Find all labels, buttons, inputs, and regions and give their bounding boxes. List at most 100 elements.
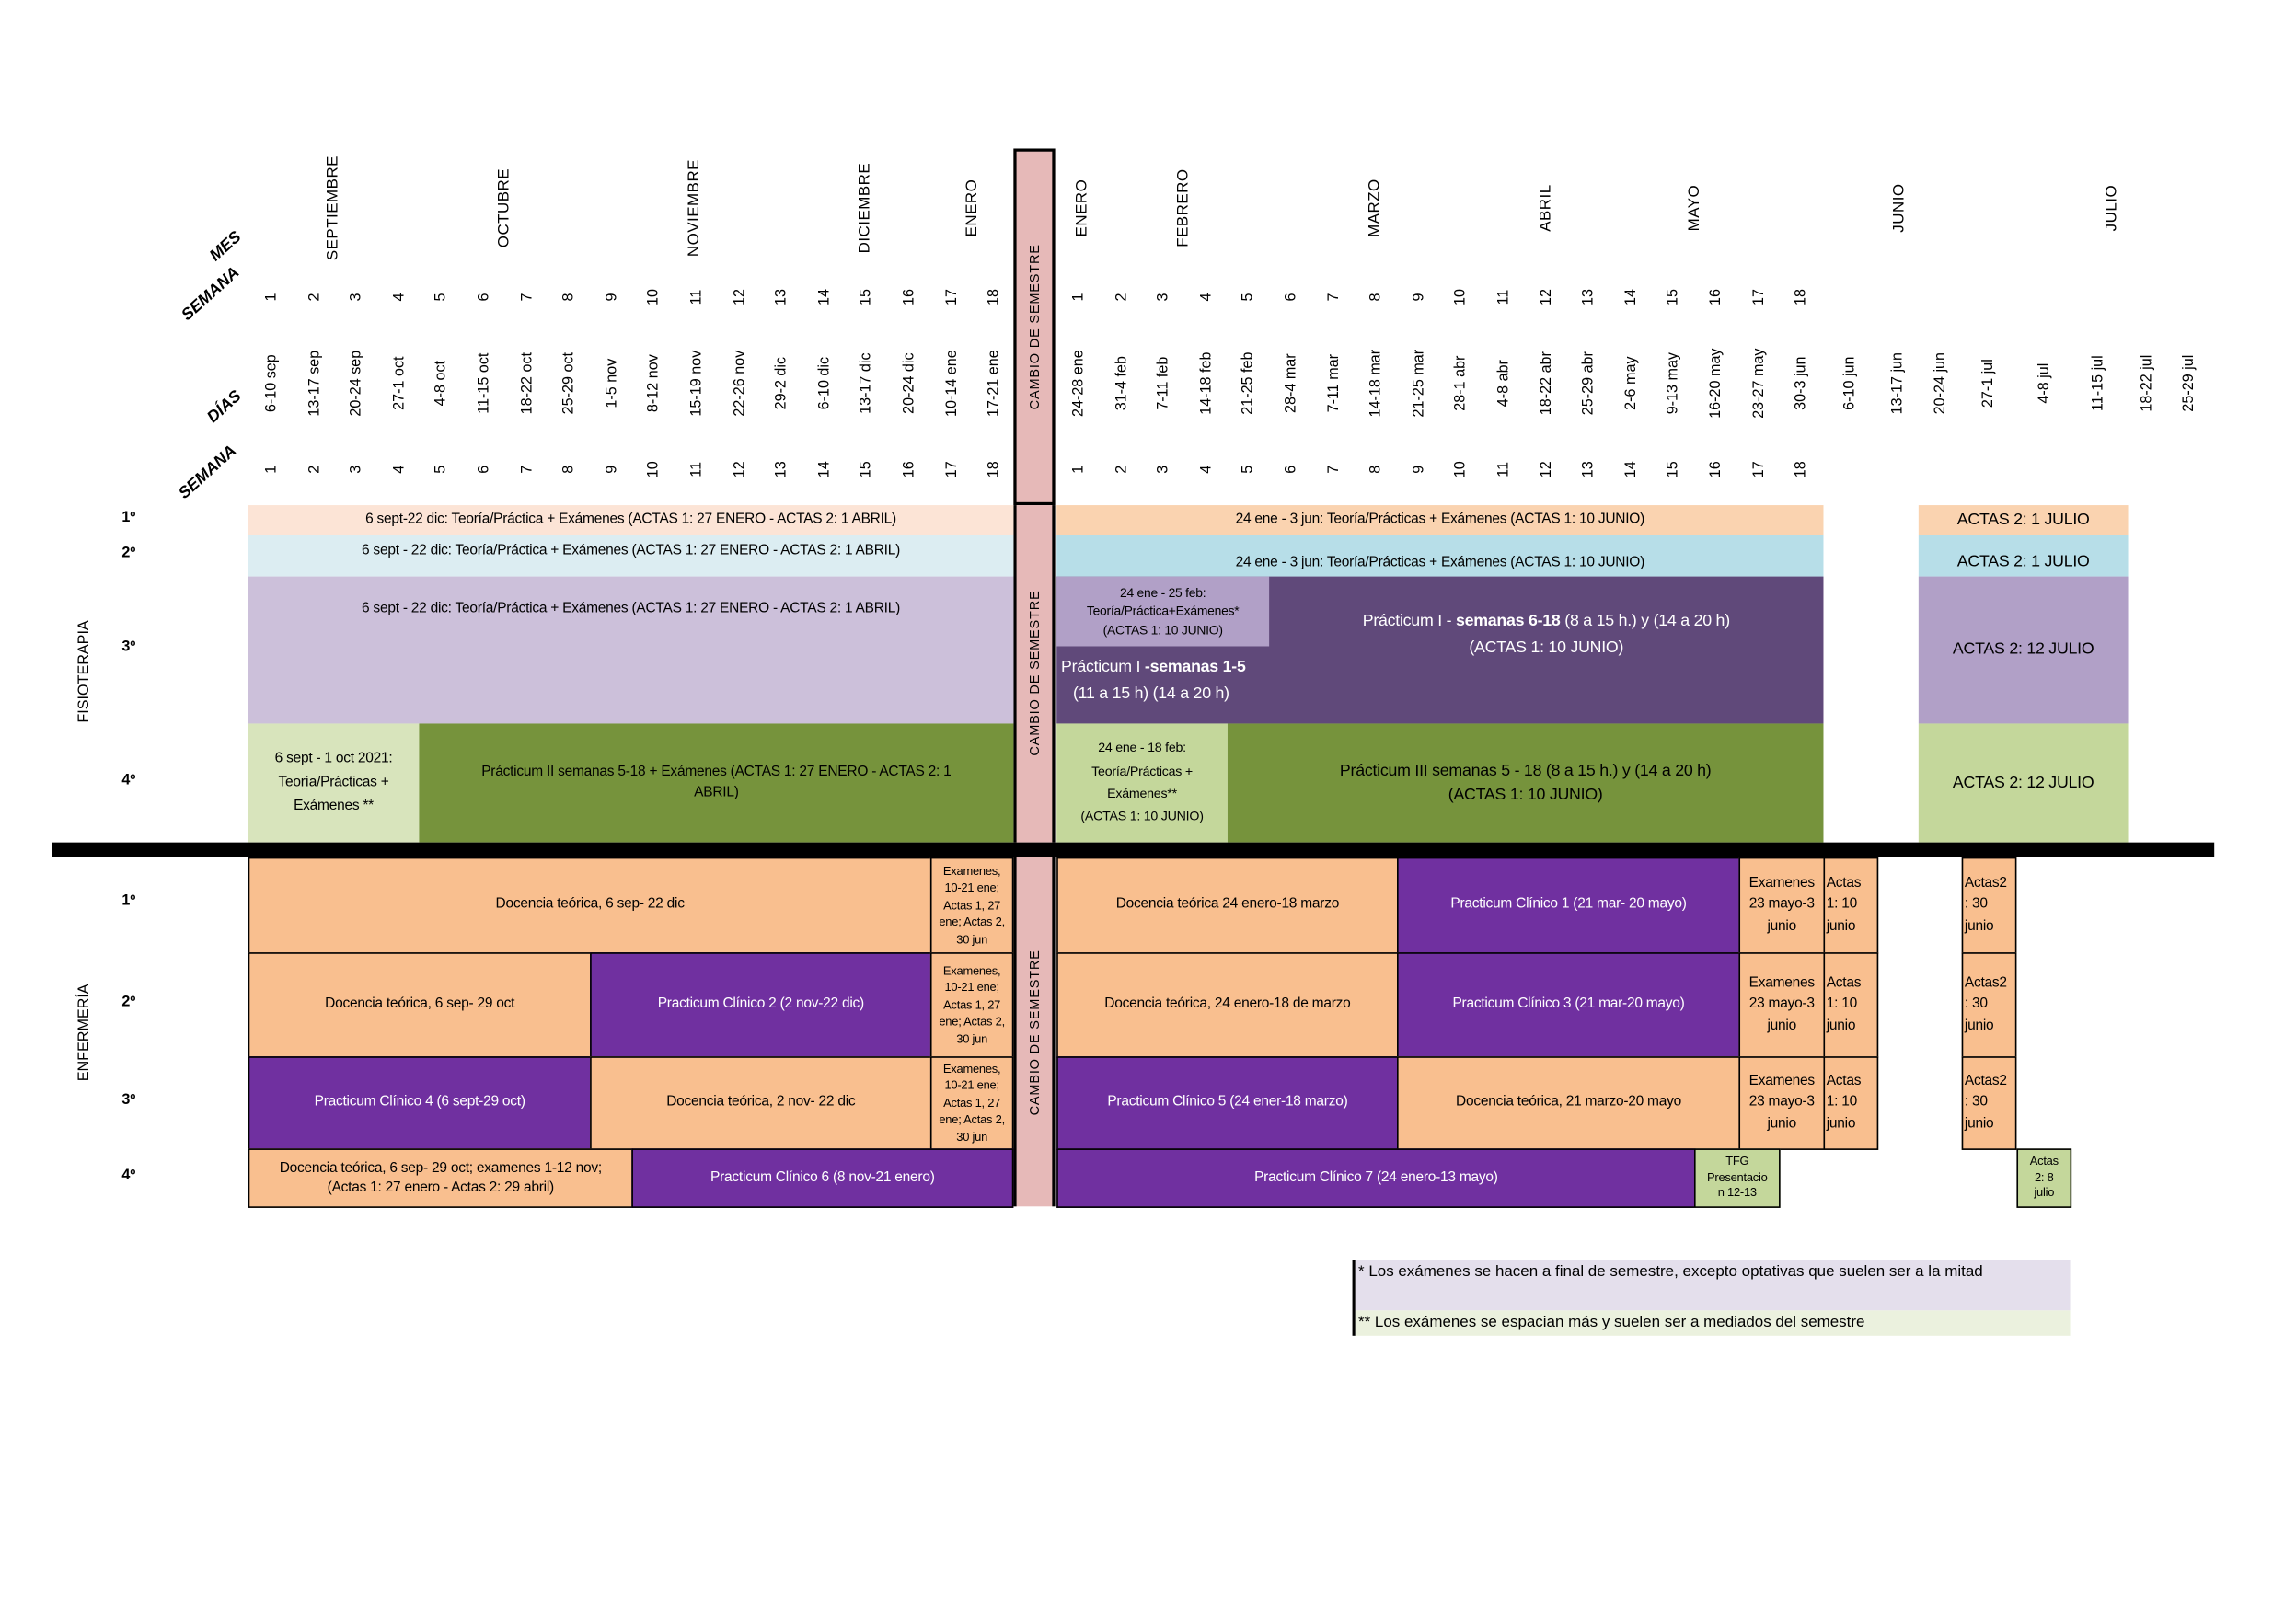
month-label: ABRIL (1536, 184, 1555, 232)
enf-3-practicum-s2: Practicum Clínico 5 (24 ener-18 marzo) (1056, 1056, 1399, 1150)
week-days: 18-22 oct (518, 351, 536, 415)
month-label: NOVIEMBRE (685, 159, 703, 258)
fisio-3-s2-teoria: 24 ene - 25 feb: Teoría/Práctica+Exámene… (1056, 576, 1270, 647)
week-number: 4 (1198, 293, 1215, 302)
week-number-bottom: 2 (306, 465, 323, 474)
week-days: 2-6 may (1622, 356, 1640, 410)
week-days: 27-1 jul (1979, 359, 1997, 408)
week-days: 24-28 ene (1070, 350, 1088, 418)
enf-2-examenes-s2: Examenes 23 mayo-3 junio (1738, 952, 1826, 1058)
week-number-bottom: 11 (1495, 461, 1513, 477)
week-days: 7-11 feb (1155, 356, 1172, 410)
month-label: DICIEMBRE (856, 162, 874, 254)
enf-2-docencia-s1: Docencia teórica, 6 sep- 29 oct (248, 952, 592, 1058)
week-number-bottom: 7 (1325, 465, 1343, 474)
week-number-bottom: 8 (1367, 465, 1385, 474)
week-number: 17 (943, 288, 961, 305)
enf-3-actas1: Actas 1: 10 junio (1823, 1056, 1879, 1150)
week-days: 13-17 jun (1889, 351, 1907, 415)
enfermeria-label: ENFERMERÍA (76, 984, 93, 1082)
enf-2-docencia-s2: Docencia teórica, 24 enero-18 de marzo (1056, 952, 1399, 1058)
week-number-bottom: 3 (1155, 465, 1172, 474)
fisio-4-s2-teoria: 24 ene - 18 feb: Teoría/Prácticas + Exám… (1056, 723, 1228, 843)
enf-2-practicum-s2: Practicum Clínico 3 (21 mar-20 mayo) (1397, 952, 1741, 1058)
enf-year-4: 4º (121, 1168, 136, 1185)
enf-year-3: 3º (121, 1091, 136, 1109)
fisio-4-s2-practicum: Prácticum III semanas 5 - 18 (8 a 15 h.)… (1227, 723, 1824, 843)
month-label: JULIO (2103, 184, 2121, 232)
week-days: 6-10 jun (1841, 356, 1859, 410)
week-days: 31-4 feb (1113, 356, 1130, 411)
week-number: 5 (1240, 293, 1258, 302)
week-days: 28-1 abr (1453, 355, 1470, 411)
week-number: 9 (1411, 293, 1427, 302)
week-number: 4 (391, 293, 408, 302)
week-days: 25-29 jul (2180, 354, 2198, 412)
week-days: 1-5 nov (604, 358, 620, 408)
week-days: 13-17 dic (859, 352, 875, 414)
month-label: FEBRERO (1173, 168, 1193, 247)
month-label: SEPTIEMBRE (324, 155, 342, 261)
enf-3-practicum-s1: Practicum Clínico 4 (6 sept-29 oct) (248, 1056, 592, 1150)
cambio-semestre-label: CAMBIO DE SEMESTRE (1026, 590, 1043, 756)
week-number: 16 (1708, 288, 1725, 305)
week-days: 28-4 mar (1283, 353, 1300, 413)
week-days: 25-29 abr (1580, 351, 1598, 416)
week-number: 13 (1580, 288, 1598, 305)
week-days: 20-24 jun (1933, 351, 1949, 415)
fisio-4-s1-practicum: Prácticum II semanas 5-18 + Exámenes (AC… (419, 723, 1014, 843)
cambio-semestre-header: CAMBIO DE SEMESTRE (1013, 148, 1056, 506)
enf-2-examenes-s1: Examenes, 10-21 ene; Actas 1, 27 ene; Ac… (929, 952, 1014, 1058)
week-number: 11 (688, 289, 706, 305)
week-days: 29-2 dic (773, 356, 790, 410)
week-number-bottom: 6 (476, 465, 493, 474)
practicum-weeks: -semanas 1-5 (1144, 658, 1246, 676)
week-number-bottom: 2 (1113, 465, 1130, 474)
enf-1-actas2: Actas2 : 30 junio (1961, 857, 2017, 954)
week-days: 17-21 ene (986, 350, 1003, 418)
enf-2-practicum-s1: Practicum Clínico 2 (2 nov-22 dic) (590, 952, 932, 1058)
enf-1-docencia-s2: Docencia teórica 24 enero-18 marzo (1056, 857, 1399, 954)
month-label: ENERO (963, 178, 981, 237)
week-number-bottom: 4 (1198, 465, 1215, 474)
week-number: 2 (306, 293, 323, 302)
enf-3-docencia-s2: Docencia teórica, 21 marzo-20 mayo (1397, 1056, 1741, 1150)
semana-bottom-label: SEMANA (175, 442, 240, 503)
notes-border (1352, 1260, 1356, 1336)
week-number: 18 (986, 288, 1003, 305)
enf-4-actas2: Actas 2: 8 julio (2016, 1148, 2072, 1208)
enf-1-practicum: Practicum Clínico 1 (21 mar- 20 mayo) (1397, 857, 1741, 954)
week-days: 6-10 dic (816, 356, 833, 410)
note-2: ** Los exámenes se espacian más y suelen… (1355, 1310, 2071, 1336)
week-number-bottom: 16 (901, 461, 918, 478)
fisio-2-s2: 24 ene - 3 jun: Teoría/Prácticas + Exáme… (1056, 535, 1824, 577)
week-number-bottom: 1 (1070, 465, 1088, 474)
week-number: 2 (1113, 293, 1130, 302)
practicum-text: Prácticum I (1061, 658, 1145, 676)
week-number: 12 (1538, 288, 1555, 305)
enf-3-examenes-s1: Examenes, 10-21 ene; Actas 1, 27 ene; Ac… (929, 1056, 1014, 1150)
fisio-3-actas2: ACTAS 2: 12 JULIO (1918, 576, 2129, 724)
week-number-bottom: 10 (1453, 461, 1470, 478)
week-number: 17 (1750, 288, 1768, 305)
week-number-bottom: 6 (1283, 465, 1300, 474)
week-days: 18-22 jul (2139, 354, 2156, 412)
week-number-bottom: 5 (1240, 465, 1258, 474)
week-number-bottom: 18 (986, 461, 1003, 478)
week-days: 30-3 jun (1793, 356, 1810, 410)
fisio-4-s1-teoria: 6 sept - 1 oct 2021: Teoría/Prácticas + … (248, 723, 420, 843)
week-number-bottom: 11 (688, 461, 706, 477)
week-days: 25-29 oct (560, 351, 578, 415)
week-days: 21-25 feb (1240, 351, 1258, 415)
week-number: 14 (816, 288, 833, 305)
fisio-year-1: 1º (121, 509, 136, 526)
week-number-bottom: 16 (1708, 461, 1725, 478)
week-number: 18 (1793, 288, 1810, 305)
practicum-hours: (8 a 15 h.) y (14 a 20 h) (1560, 612, 1730, 630)
week-number-bottom: 4 (391, 465, 408, 474)
week-number-bottom: 7 (518, 465, 536, 474)
week-number: 9 (604, 293, 620, 302)
week-number-bottom: 12 (1538, 461, 1555, 478)
week-number: 7 (518, 293, 536, 302)
